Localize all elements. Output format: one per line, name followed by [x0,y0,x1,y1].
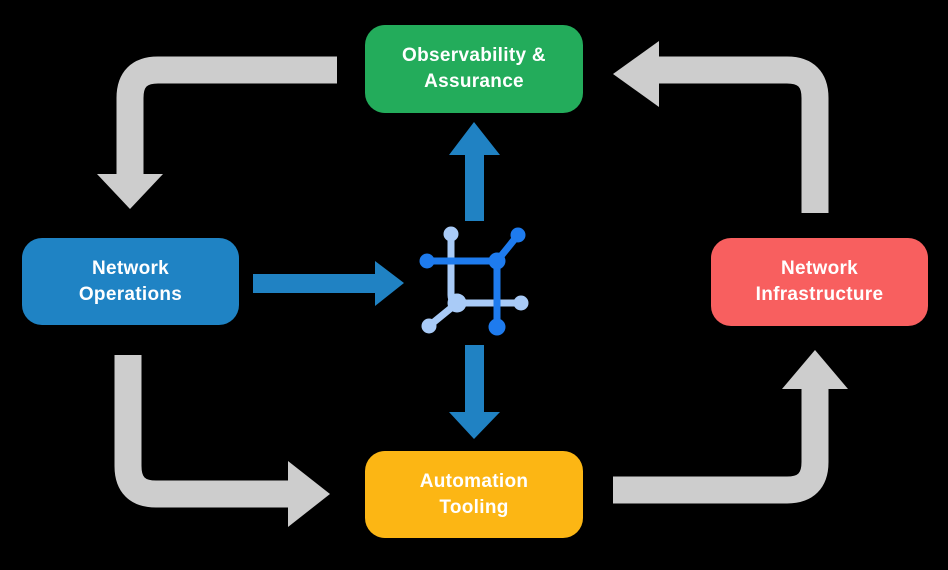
node-label-line: Operations [78,283,183,305]
node-network-operations: Network Operations [22,238,239,325]
arrow-head [613,41,659,107]
node-label-line: Network [91,257,170,279]
node-automation-tooling: Automation Tooling [365,451,583,538]
flow-arrow-observability-to-operations [97,56,337,209]
arrow-head [782,350,848,389]
arrow-shaft [657,56,829,213]
flow-arrow-automation-to-infrastructure [613,350,848,504]
flow-arrow-operations-to-automation [114,355,330,527]
arrow-shaft [114,355,290,508]
arrow-head [288,461,330,527]
node-observability-assurance: Observability & Assurance [365,25,583,113]
arrow-head [97,174,163,209]
blue-arrow-hub-to-observability [449,122,500,221]
node-label-line: Infrastructure [755,284,884,305]
node-label-line: Assurance [424,71,524,92]
flow-arrow-infrastructure-to-observability [613,41,829,213]
blue-arrow-operations-to-hub [253,261,404,306]
node-label-line: Automation [419,470,529,492]
node-label-line: Network [780,258,859,279]
node-network-infrastructure: Network Infrastructure [711,238,928,326]
arrow-shaft [613,387,829,504]
network-hub-icon [419,226,529,336]
hub-icon-light-nodes [421,226,529,334]
node-label-line: Tooling [439,496,509,518]
arrow-shaft [116,56,337,176]
hub-icon-dark-nodes [419,227,526,336]
node-label-line: Observability & [402,45,546,66]
blue-arrow-hub-to-automation [449,345,500,439]
